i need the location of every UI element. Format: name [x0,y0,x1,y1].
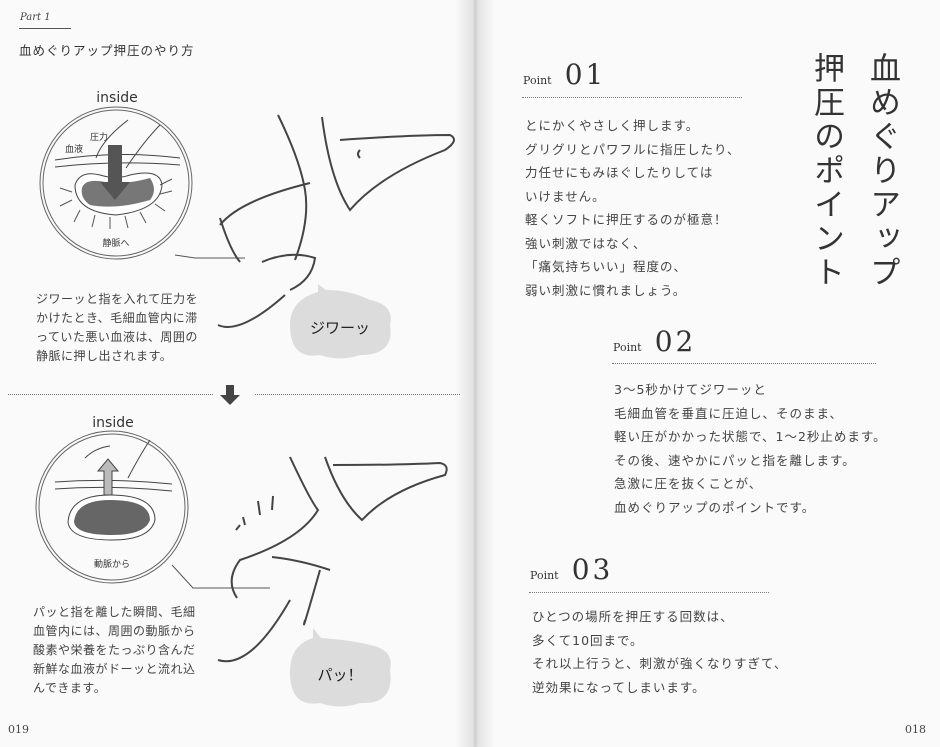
section-title: 血めぐりアップ押圧のやり方 [19,43,195,58]
point-02-text: 3～5秒かけてジワーッと 毛細血管を垂直に圧迫し、そのまま、 軽い圧がかかった状… [614,382,887,515]
point-02-divider [612,363,876,364]
paragraph-2: パッと指を離した瞬間、毛細 血管内には、周囲の動脈から 酸素や栄養をたっぷり含ん… [33,605,196,695]
page-number-right: 018 [905,723,926,736]
leg-illustration-1 [217,114,455,328]
page-number-left: 019 [8,723,29,736]
label-blood: 血液 [65,143,83,155]
bubble-text-1: ジワーッ [310,319,370,337]
speech-bubble-2: パッ！ [290,628,391,707]
title-column-2: 押圧のポイント [808,52,844,290]
point-number: 02 [654,325,697,358]
inside-label-2: inside [92,415,133,431]
point-03-text: ひとつの場所を押圧する回数は、 多くて10回まで。 それ以上行うと、刺激が強くな… [532,609,788,695]
label-pressure: 圧力 [90,131,108,143]
label-from-artery: 動脈から [94,558,130,570]
paragraph-1: ジワーッと指を入れて圧力を かけたとき、毛細血管内に滞 っていた悪い血液は、周囲… [36,292,199,363]
point-01-text: とにかくやさしく押します。 グリグリとパワフルに指圧したり、 力任せにもみほぐし… [525,118,741,298]
point-label: Point [613,341,642,354]
dotted-divider-right [255,394,460,395]
down-arrow-icon [220,385,240,405]
point-01-heading: Point 01 [523,58,606,91]
inside-label-1: inside [96,90,137,106]
point-number: 03 [571,553,614,586]
point-03-divider [529,592,769,593]
point-label: Point [530,569,559,582]
speech-bubble-1: ジワーッ [290,284,391,359]
leg-illustration-2 [217,456,448,663]
point-01-divider [522,97,742,98]
part-underline [19,28,71,29]
inside-diagram-2: inside 動脈から [35,415,270,589]
point-label: Point [523,74,552,87]
point-number: 01 [564,58,607,91]
book-gutter [455,0,495,747]
point-03-heading: Point 03 [530,553,613,586]
title-column-1: 血めぐりアップ [864,52,900,290]
part-label: Part 1 [20,12,51,23]
illustrations: inside 圧力 血液 静脈へ ジワーッ inside [35,90,455,707]
inside-diagram-1: inside 圧力 血液 静脈へ [39,90,245,260]
dotted-divider-left [8,394,213,395]
bubble-text-2: パッ！ [317,666,362,684]
label-to-vein: 静脈へ [102,237,129,249]
point-02-heading: Point 02 [613,325,696,358]
